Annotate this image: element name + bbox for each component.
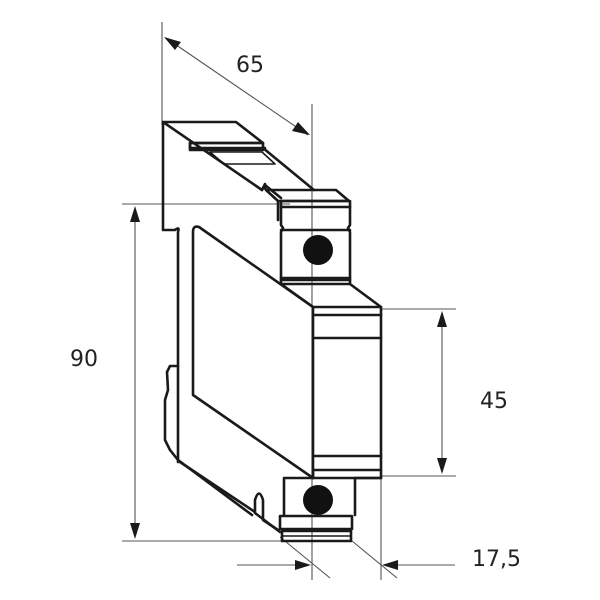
arrowhead-icon — [437, 458, 447, 474]
arrowhead-icon — [164, 37, 181, 50]
lower-terminal-block — [282, 468, 383, 517]
device-body — [161, 120, 383, 543]
left-side-profile — [161, 120, 180, 464]
bottom-terminal-screw-icon — [303, 485, 333, 515]
side-recess-panel — [191, 225, 315, 480]
dimension-label-depth: 65 — [236, 53, 264, 78]
dimension-label-front-height: 45 — [480, 389, 508, 414]
lower-slope — [253, 511, 282, 534]
left-lower-edge — [176, 458, 254, 517]
dimension-width: 17,5 — [237, 478, 521, 580]
dimension-front-height: 45 — [382, 308, 508, 477]
dimension-label-height: 90 — [70, 347, 98, 372]
arrowhead-icon — [382, 560, 398, 570]
arrowhead-icon — [130, 523, 140, 539]
arrowhead-icon — [292, 122, 310, 135]
projection-line-width-left — [279, 536, 331, 579]
projection-line-width-right — [351, 540, 398, 579]
top-lip — [188, 141, 265, 152]
dimension-line-depth — [165, 37, 309, 136]
dimension-depth: 65 — [161, 22, 313, 580]
dimension-label-width: 17,5 — [472, 547, 521, 572]
top-label-window — [209, 151, 276, 165]
top-long-edge — [261, 146, 316, 192]
dimension-height: 90 — [70, 203, 290, 542]
arrowhead-icon — [130, 206, 140, 222]
arrowhead-icon — [437, 311, 447, 327]
upper-terminal-top — [260, 182, 351, 222]
top-terminal-screw-icon — [303, 235, 333, 265]
left-rail-clip — [176, 364, 280, 532]
lower-terminal-base — [280, 529, 353, 543]
lower-terminal-foot — [278, 514, 354, 531]
arrowhead-icon — [295, 560, 311, 570]
front-module — [311, 305, 383, 480]
